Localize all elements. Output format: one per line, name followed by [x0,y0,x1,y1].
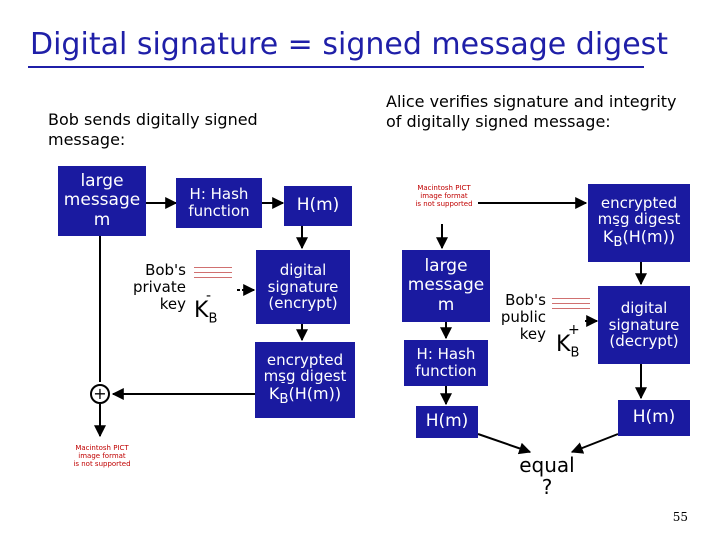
label: m [93,209,111,230]
label: large [80,171,124,192]
label: Macintosh PICT [75,444,129,452]
label: function [415,362,477,380]
label: image format [420,192,468,200]
label: image format [78,452,126,460]
hash-function-box-left: H: Hash function [176,178,262,228]
bobs-public-key-label: Bob's public key [490,292,546,343]
encrypted-digest-box-right: encrypted msg digest KB(H(m)) - [588,184,690,262]
label: (decrypt) [609,332,679,351]
label: Bob's [505,291,546,309]
unsupported-image-left: Macintosh PICT image format is not suppo… [72,444,132,468]
left-heading: Bob sends digitally signed message: [48,110,258,149]
digital-signature-encrypt-box: digital signature (encrypt) [256,250,350,324]
label: msg digest [263,367,347,386]
key-sign: + [568,322,580,338]
key-subscript: B [279,392,289,408]
arrow-hm-to-equal-r [570,433,619,454]
label: H: Hash [416,345,476,364]
key-sign: - [614,218,620,233]
key-subscript: B [613,235,623,251]
title-underline [28,66,644,68]
label: msg digest [597,210,681,229]
equal-question: equal ? [516,454,578,498]
label: key [519,325,546,343]
label: m [437,294,455,315]
formula-rest: (H(m)) [288,384,342,404]
key-letter: K [556,332,571,357]
public-key-symbol: KB + [556,322,580,361]
label: function [188,202,250,220]
combine-plus-icon: + [90,384,110,404]
label: H: Hash [189,185,249,204]
large-message-box-left: large message m [58,166,146,236]
label: message [407,275,485,296]
private-key-symbol: KB - [194,288,218,327]
unsupported-image-right: Macintosh PICT image format is not suppo… [414,184,474,208]
unsupported-image-small-left [194,263,232,293]
right-heading: Alice verifies signature and integrity o… [386,92,677,131]
label: large [424,256,468,277]
page-number: 55 [672,510,688,524]
encrypted-digest-formula: KB(H(m)) - [602,218,676,251]
digital-signature-decrypt-box: digital signature (decrypt) [598,286,690,364]
hash-value-box-right-decrypted: H(m) [618,400,690,436]
label: signature [267,277,339,296]
label: signature [608,315,680,334]
label: equal [519,453,575,477]
label: Bob's [145,261,186,279]
hash-value-box-right-computed: H(m) [416,406,478,438]
label: Macintosh PICT [417,184,471,192]
key-letter: K [602,227,614,247]
unsupported-image-small-right [552,294,590,324]
label: H(m) [632,407,676,428]
label: private [132,278,186,296]
label: ? [541,475,553,499]
label: is not supported [73,460,131,468]
label: (encrypt) [268,294,338,313]
label: digital [279,260,327,279]
label: key [159,295,186,313]
label: message [63,190,141,211]
encrypted-digest-box-left: encrypted msg digest KB(H(m)) - [255,342,355,418]
label: encrypted [266,350,344,369]
label: encrypted [600,193,678,212]
hash-function-box-right: H: Hash function [404,340,488,386]
bobs-private-key-label: Bob's private key [126,262,186,313]
encrypted-digest-formula: KB(H(m)) - [268,375,342,408]
formula-rest: (H(m)) [622,227,676,247]
label: H(m) [296,195,340,216]
page-title: Digital signature = signed message diges… [30,27,669,62]
label: digital [620,298,668,317]
key-subscript: B [208,311,218,327]
label: public [500,308,546,326]
hash-value-box-left: H(m) [284,186,352,226]
label: H(m) [425,411,469,432]
large-message-box-right: large message m [402,250,490,322]
key-subscript: B [570,345,580,361]
key-letter: K [268,384,280,404]
arrow-hm-to-equal-l [477,433,532,455]
key-sign: - [280,375,286,390]
key-letter: K [194,298,209,323]
label: is not supported [415,200,473,208]
key-sign: - [206,288,212,304]
